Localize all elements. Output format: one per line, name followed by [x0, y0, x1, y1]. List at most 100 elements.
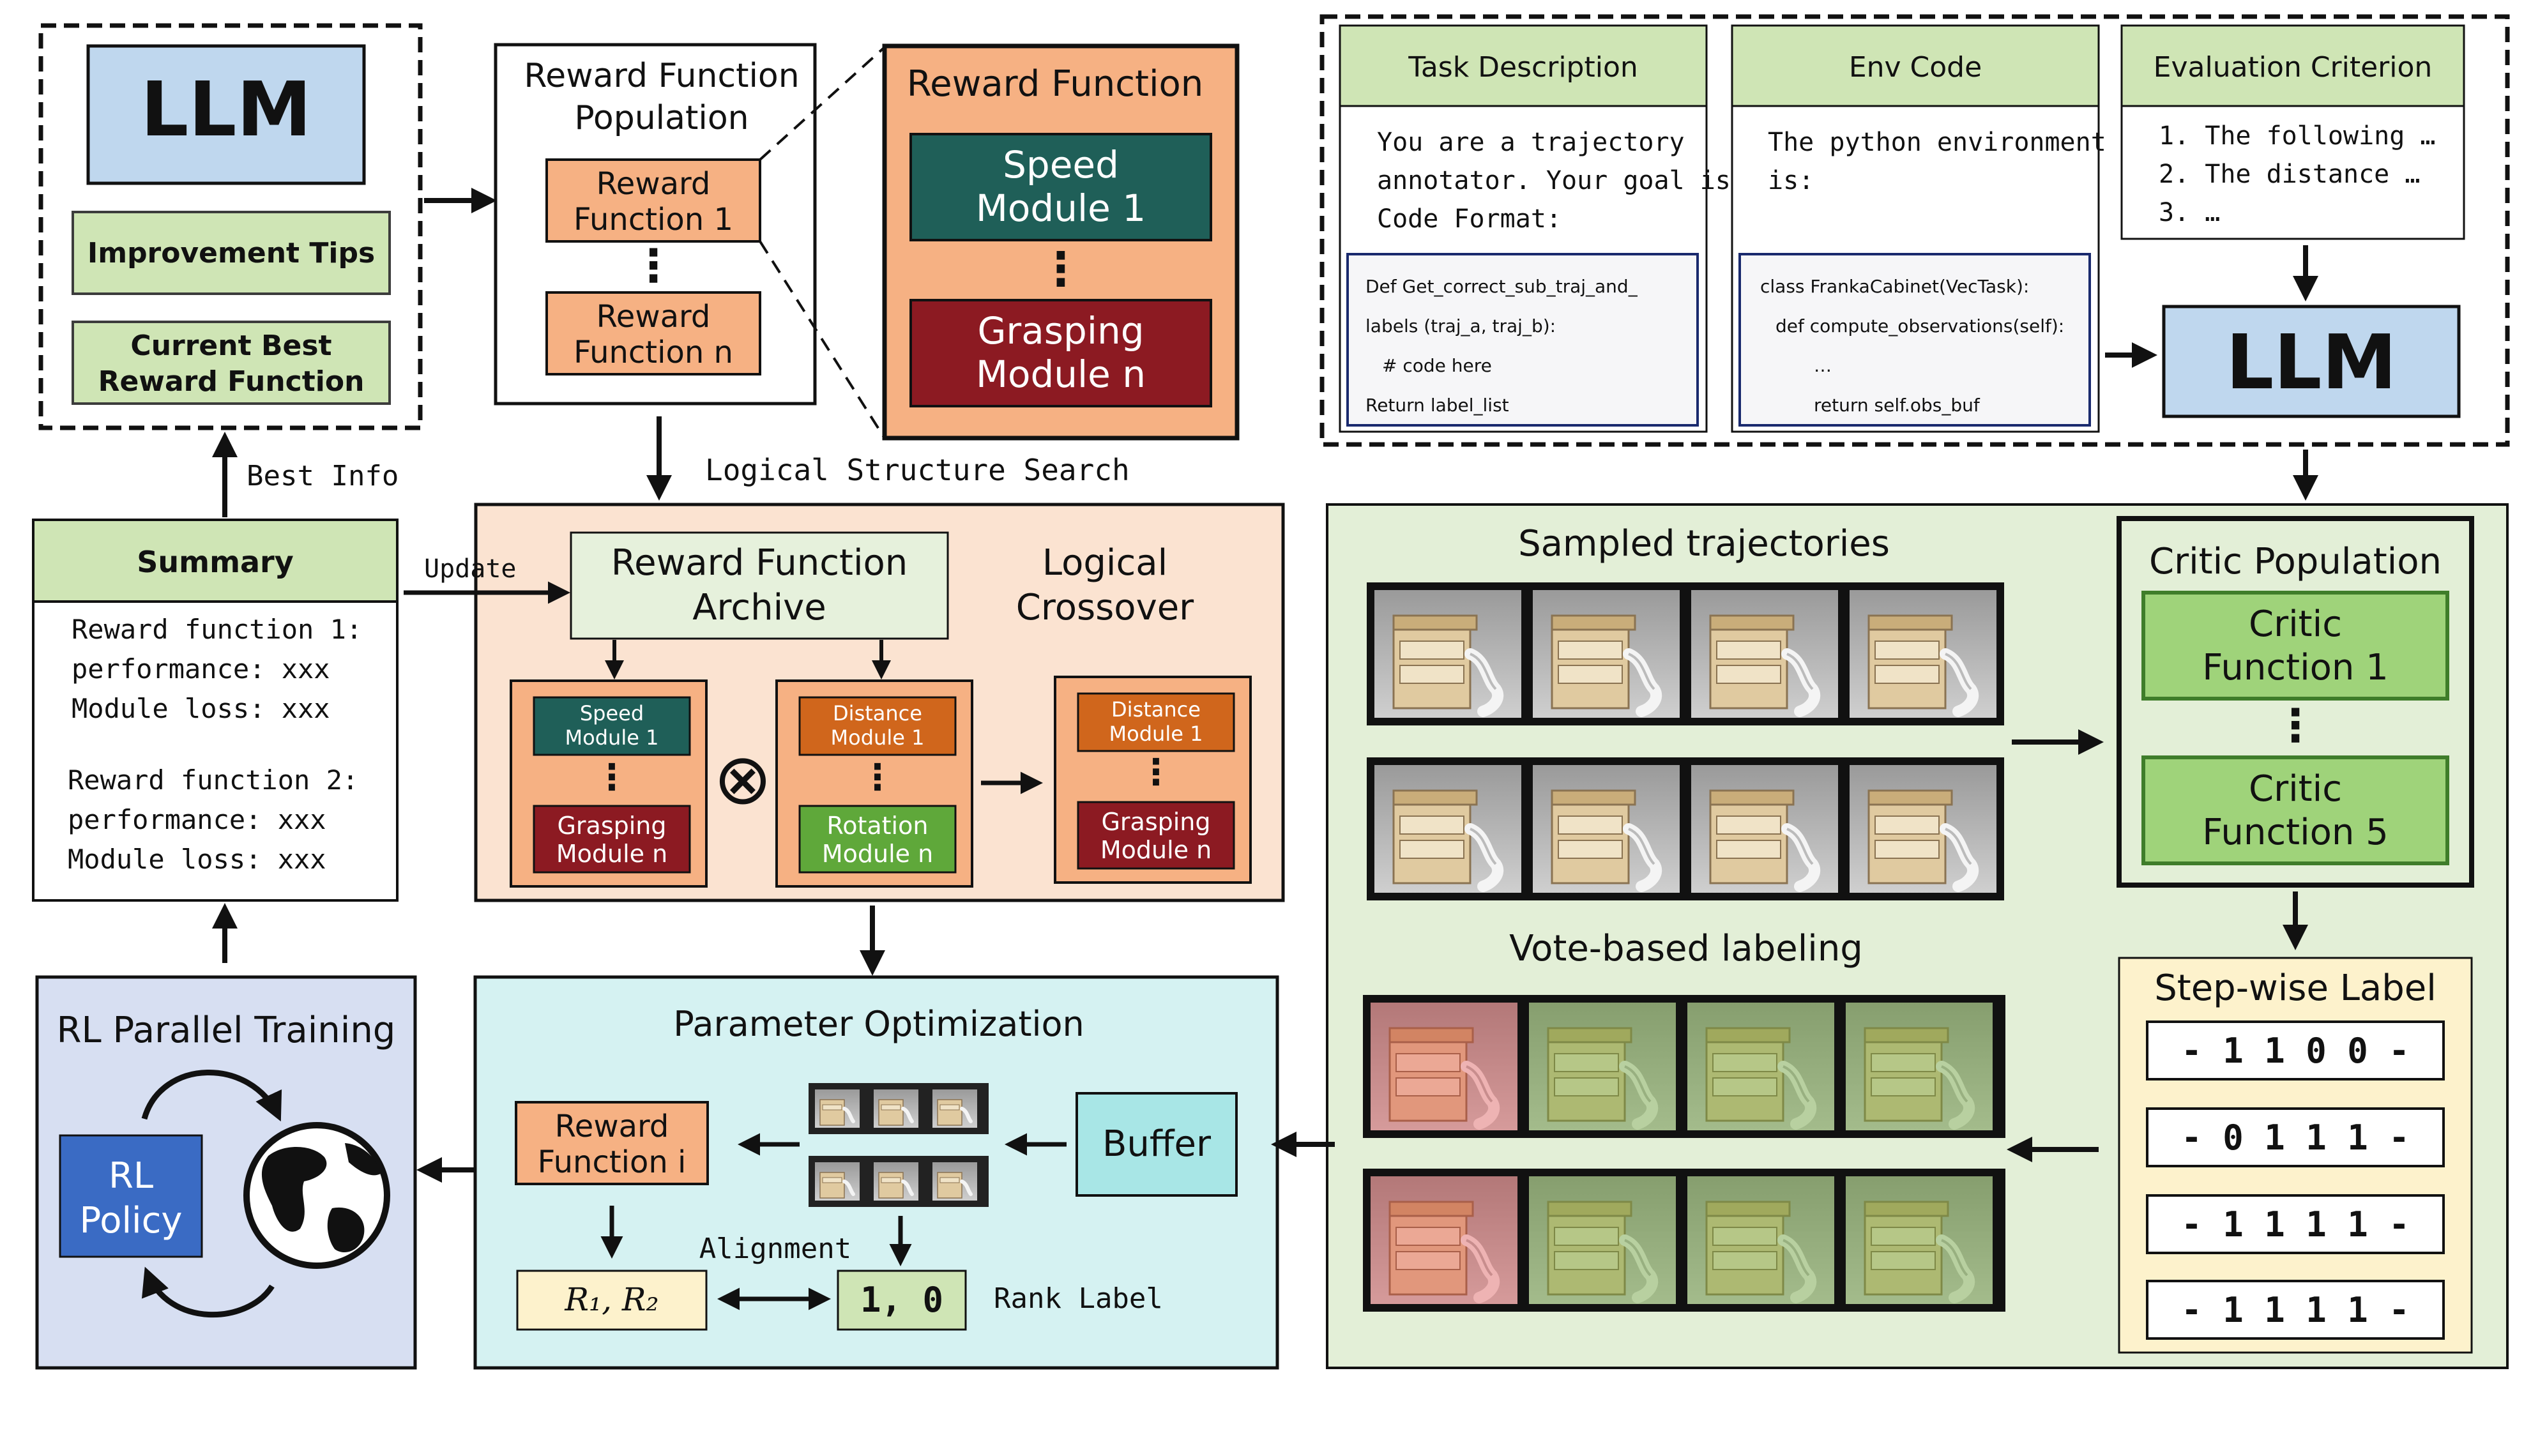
critic-function-5-box [2141, 755, 2449, 865]
env-line-2: is: [1768, 166, 1814, 195]
population-rf1-line-1: Reward [597, 166, 711, 202]
env-line-1: The python environment [1768, 128, 2106, 157]
rank-value: 1, 0 [860, 1280, 943, 1320]
improvement-tips-label: Improvement Tips [87, 237, 375, 269]
sampled-label: Sampled trajectories [1518, 523, 1890, 565]
population-rfn-box [545, 291, 761, 375]
best-info-label: Best Info [247, 460, 399, 492]
env-code-line-2: def compute_observations(self): [1775, 315, 2064, 337]
update-label: Update [424, 554, 517, 584]
alignment-label: Alignment [699, 1232, 851, 1265]
current-best-line-2: Reward Function [98, 365, 365, 398]
speed-module-line-2: Module 1 [976, 186, 1146, 230]
env-code-line-1: class FrankaCabinet(VecTask): [1760, 276, 2029, 297]
child-dots: ⋮ [1138, 752, 1174, 793]
summary-line-1: Reward function 1: [72, 614, 362, 645]
llm-box [86, 44, 366, 185]
task-header-label: Task Description [1408, 51, 1638, 84]
step-label-1-box [2146, 1020, 2445, 1081]
archive-line-2: Archive [692, 587, 826, 628]
archive-box [570, 531, 949, 640]
parent-a-dots: ⋮ [594, 757, 630, 798]
parent-b-dots: ⋮ [860, 757, 895, 798]
population-rfn-line-1: Reward [597, 299, 711, 335]
globe-icon [243, 1122, 390, 1269]
critic-dots: ⋮ [2273, 699, 2318, 752]
parent-a-top-line-1: Speed [580, 701, 644, 725]
rl-training-title: RL Parallel Training [57, 1010, 396, 1051]
cycle-arrow-top [141, 1070, 282, 1122]
cycle-arrow-bottom [142, 1266, 275, 1317]
labeled-trajectory-row-1 [1363, 995, 2005, 1138]
sampled-trajectory-row-2 [1367, 757, 2004, 900]
env-code-box [1738, 253, 2091, 427]
parent-a-top-module [533, 696, 691, 756]
pair-thumbnails [809, 1083, 989, 1207]
env-code-line-4: return self.obs_buf [1814, 395, 1980, 416]
population-rfn-line-2: Function n [574, 335, 733, 370]
improvement-tips-box [72, 211, 391, 295]
logical-search-label: Logical Structure Search [705, 453, 1130, 487]
child-top-line-2: Module 1 [1109, 722, 1203, 746]
parent-a-top-line-2: Module 1 [565, 725, 659, 750]
child-bottom-line-2: Module n [1100, 836, 1212, 864]
buffer-box [1076, 1092, 1238, 1197]
current-best-line-1: Current Best [130, 330, 331, 362]
parent-b-top-module [798, 696, 957, 756]
speed-module-box [909, 133, 1212, 241]
child-bottom-module [1077, 801, 1235, 870]
reward-detail-title: Reward Function [907, 63, 1204, 105]
eval-line-3: 3. … [2159, 198, 2220, 227]
critic-function-1-line-1: Critic [2249, 603, 2342, 645]
current-best-box [72, 321, 391, 405]
summary-line-4: Reward function 2: [68, 764, 358, 796]
task-code-box [1346, 253, 1699, 427]
prompt-llm-label: LLM [2226, 318, 2397, 406]
env-code-line-3: … [1814, 355, 1832, 376]
step-label-3: - 1 1 1 1 - [2181, 1204, 2410, 1245]
prompt-llm-box [2162, 305, 2461, 418]
crossover-line-1: Logical [1042, 542, 1167, 584]
summary-line-5: performance: xxx [68, 804, 326, 835]
summary-title: Summary [137, 545, 293, 579]
step-label-1: - 1 1 0 0 - [2181, 1031, 2410, 1071]
llm-block-frame [38, 23, 423, 430]
r-pair-box [516, 1270, 708, 1331]
population-rf1-box [545, 158, 761, 243]
child-top-line-1: Distance [1111, 697, 1201, 722]
grasping-module-line-2: Module n [976, 353, 1146, 396]
speed-module-line-1: Speed [1003, 143, 1119, 186]
step-label-3-box [2146, 1194, 2445, 1254]
parent-a-bottom-module [533, 805, 691, 874]
child-top-module [1077, 692, 1235, 752]
parent-a-bottom-line-2: Module n [556, 840, 667, 868]
step-label-4: - 1 1 1 1 - [2181, 1290, 2410, 1330]
critic-function-1-line-2: Function 1 [2202, 647, 2389, 688]
step-label-2-box [2146, 1107, 2445, 1167]
parent-a-bottom-line-1: Grasping [557, 812, 666, 840]
critic-function-5-line-2: Function 5 [2202, 812, 2389, 853]
eval-header [2120, 24, 2465, 107]
task-line-3: Code Format: [1377, 204, 1562, 234]
summary-line-2: performance: xxx [72, 653, 330, 685]
r-pair-label: R₁, R₂ [564, 1281, 658, 1318]
task-code-line-3: # code here [1382, 355, 1492, 376]
step-label-2: - 0 1 1 1 - [2181, 1118, 2410, 1158]
summary-line-3: Module loss: xxx [72, 693, 330, 724]
env-header [1731, 24, 2100, 107]
env-header-label: Env Code [1849, 51, 1982, 84]
param-opt-title: Parameter Optimization [673, 1004, 1084, 1044]
rank-label: Rank Label [994, 1282, 1163, 1315]
sampled-trajectory-row-1 [1367, 582, 2004, 725]
grasping-module-box [909, 299, 1212, 407]
summary-header [32, 519, 399, 603]
critic-population-title: Critic Population [2149, 541, 2442, 582]
eval-header-label: Evaluation Criterion [2154, 51, 2433, 84]
opt-rf-line-2: Function i [538, 1144, 687, 1180]
critic-function-1-box [2141, 591, 2449, 701]
zoom-line-top [759, 46, 886, 161]
zoom-line-bottom [759, 240, 886, 439]
step-label-4-box [2146, 1280, 2445, 1340]
population-rf1-line-2: Function 1 [574, 202, 733, 238]
